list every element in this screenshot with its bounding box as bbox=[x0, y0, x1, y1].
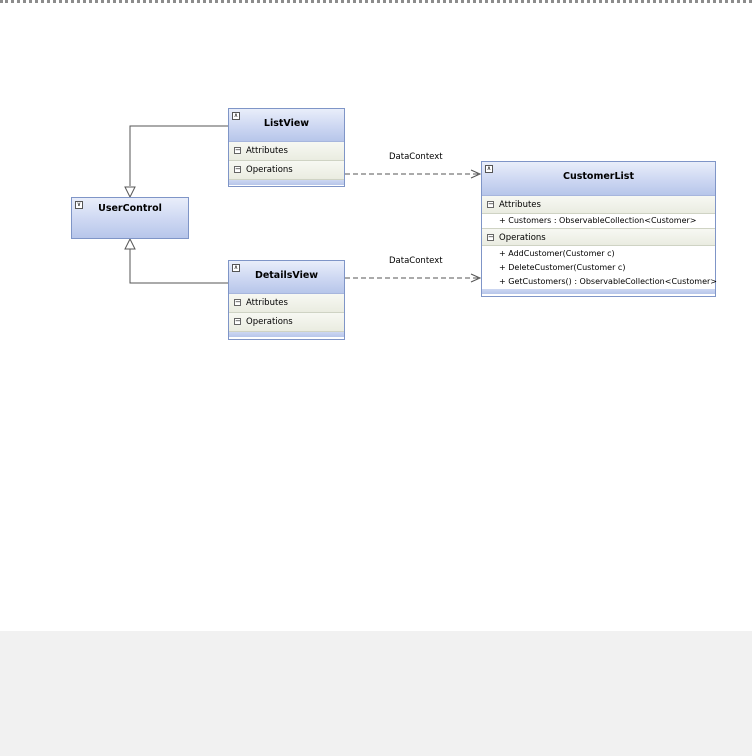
collapse-minus-icon[interactable]: − bbox=[234, 298, 241, 306]
class-usercontrol-title: UserControl bbox=[98, 203, 162, 214]
customerlist-attributes-list: + Customers : ObservableCollection<Custo… bbox=[482, 214, 715, 228]
detailsview-operations-section[interactable]: − Operations bbox=[229, 313, 344, 332]
detailsview-attributes-section[interactable]: − Attributes bbox=[229, 294, 344, 313]
generalization-arrowhead-detailsview bbox=[124, 237, 136, 250]
dependency-arrowhead-listview bbox=[470, 169, 482, 179]
customerlist-attributes-section[interactable]: − Attributes bbox=[482, 196, 715, 214]
collapse-minus-icon[interactable]: − bbox=[234, 317, 241, 325]
association-label-listview: DataContext bbox=[389, 152, 443, 162]
listview-operations-label: Operations bbox=[246, 165, 293, 175]
collapse-minus-icon[interactable]: − bbox=[487, 233, 494, 241]
expand-chevron-icon[interactable]: ∨ bbox=[75, 201, 83, 209]
generalization-arrowhead-listview bbox=[124, 186, 136, 199]
class-customerlist-title: CustomerList bbox=[563, 171, 634, 182]
detailsview-attributes-label: Attributes bbox=[246, 298, 288, 308]
class-customerlist-footer bbox=[482, 289, 715, 294]
detailsview-operations-label: Operations bbox=[246, 317, 293, 327]
collapse-minus-icon[interactable]: − bbox=[234, 146, 241, 154]
attribute-item[interactable]: + Customers : ObservableCollection<Custo… bbox=[482, 214, 715, 228]
operation-item[interactable]: + DeleteCustomer(Customer c) bbox=[482, 261, 715, 275]
generalization-detailsview bbox=[129, 249, 229, 284]
collapse-minus-icon[interactable]: − bbox=[487, 200, 494, 208]
collapse-minus-icon[interactable]: − bbox=[234, 165, 241, 173]
customerlist-attributes-label: Attributes bbox=[499, 200, 541, 210]
customerlist-operations-label: Operations bbox=[499, 233, 546, 243]
generalization-listview bbox=[129, 125, 229, 186]
collapse-chevron-icon[interactable]: ∧ bbox=[485, 165, 493, 173]
operation-item[interactable]: + AddCustomer(Customer c) bbox=[482, 247, 715, 261]
class-usercontrol[interactable]: ∨ UserControl bbox=[71, 197, 189, 239]
class-listview[interactable]: ∧ ListView − Attributes − Operations bbox=[228, 108, 345, 187]
footer-panel bbox=[0, 631, 752, 756]
class-listview-header: ∧ ListView bbox=[229, 109, 344, 142]
listview-operations-section[interactable]: − Operations bbox=[229, 161, 344, 180]
class-customerlist[interactable]: ∧ CustomerList − Attributes + Customers … bbox=[481, 161, 717, 297]
customerlist-operations-list: + AddCustomer(Customer c) + DeleteCustom… bbox=[482, 246, 717, 289]
class-listview-title: ListView bbox=[263, 118, 310, 129]
class-listview-footer bbox=[229, 180, 344, 185]
top-dotted-border bbox=[0, 0, 752, 4]
dependency-arrowhead-detailsview bbox=[470, 273, 482, 283]
class-detailsview-title: DetailsView bbox=[254, 270, 319, 281]
class-usercontrol-header: ∨ UserControl bbox=[72, 198, 188, 238]
customerlist-operations-section[interactable]: − Operations bbox=[482, 228, 715, 246]
connector-layer bbox=[124, 125, 482, 284]
class-detailsview-footer bbox=[229, 332, 344, 337]
collapse-chevron-icon[interactable]: ∧ bbox=[232, 264, 240, 272]
class-detailsview-header: ∧ DetailsView bbox=[229, 261, 344, 294]
association-label-detailsview: DataContext bbox=[389, 256, 443, 266]
class-detailsview[interactable]: ∧ DetailsView − Attributes − Operations bbox=[228, 260, 345, 340]
class-customerlist-header: ∧ CustomerList bbox=[482, 162, 715, 196]
listview-attributes-label: Attributes bbox=[246, 146, 288, 156]
listview-attributes-section[interactable]: − Attributes bbox=[229, 142, 344, 161]
operation-item[interactable]: + GetCustomers() : ObservableCollection<… bbox=[482, 275, 717, 289]
collapse-chevron-icon[interactable]: ∧ bbox=[232, 112, 240, 120]
